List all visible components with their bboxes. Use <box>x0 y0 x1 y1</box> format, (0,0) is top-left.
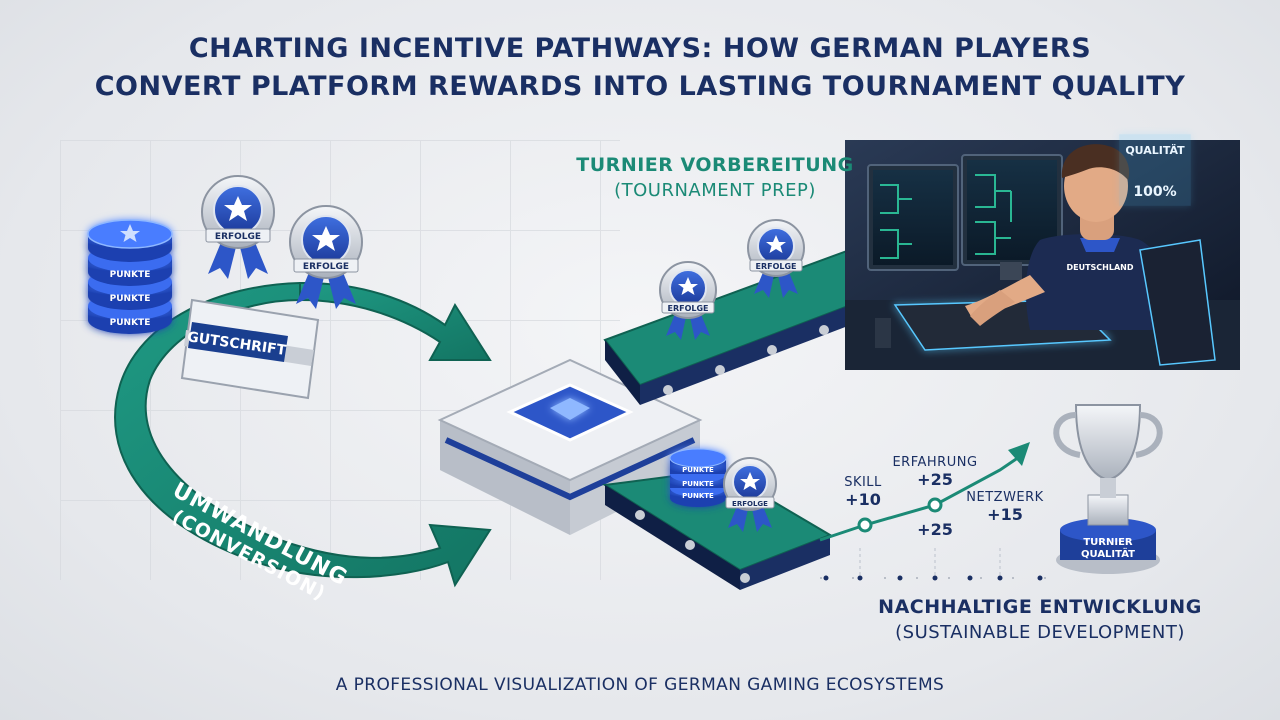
trophy-line-2: QUALITÄT <box>1081 546 1135 560</box>
metric-skill-label: SKILL <box>844 475 882 490</box>
conversion-arrow <box>114 281 492 588</box>
belt-badge-2 <box>747 219 805 298</box>
trophy <box>1053 404 1163 574</box>
quality-value: 100% <box>1133 184 1176 200</box>
sustainable-title: NACHHALTIGE ENTWICKLUNG <box>878 596 1202 618</box>
page-title: CHARTING INCENTIVE PATHWAYS: HOW GERMAN … <box>0 30 1280 106</box>
trophy-line-1: TURNIER <box>1083 537 1133 548</box>
metric-experience-label: ERFAHRUNG <box>892 455 978 470</box>
sustainable-subtitle: (SUSTAINABLE DEVELOPMENT) <box>895 622 1185 643</box>
metric-network: NETZWERK +15 <box>960 490 1050 524</box>
metric-extra: +25 <box>905 520 965 539</box>
metric-extra-value: +25 <box>917 520 953 539</box>
belt-badge-1 <box>659 261 717 340</box>
metric-experience-value: +25 <box>917 470 953 489</box>
prep-title: TURNIER VORBEREITUNG <box>576 154 854 176</box>
growth-chart <box>819 442 1060 581</box>
coin-stack <box>87 219 173 334</box>
quality-title: QUALITÄT <box>1125 143 1185 157</box>
badge-label-1: ERFOLGE <box>215 232 261 242</box>
upper-conveyor <box>603 246 892 405</box>
coin-label-3: PUNKTE <box>110 318 151 328</box>
shirt-text: DEUTSCHLAND <box>1066 263 1133 272</box>
achievement-badge-1 <box>201 175 275 279</box>
belt-coin-stack <box>669 448 727 507</box>
title-line-2: CONVERT PLATFORM REWARDS INTO LASTING TO… <box>94 71 1186 102</box>
metric-skill: SKILL +10 <box>838 475 888 509</box>
belt-badge-label-1: ERFOLGE <box>667 304 708 313</box>
gaming-setup <box>845 134 1240 370</box>
processing-hub <box>437 358 703 535</box>
lower-conveyor <box>602 468 833 590</box>
belt-badge-3 <box>723 457 777 532</box>
belt-badge-label-2: ERFOLGE <box>755 262 796 271</box>
title-line-1: CHARTING INCENTIVE PATHWAYS: HOW GERMAN … <box>188 33 1092 64</box>
belt-coin-label-2: PUNKTE <box>682 480 714 488</box>
badge-label-2: ERFOLGE <box>303 262 349 272</box>
metric-network-label: NETZWERK <box>966 490 1044 505</box>
coin-label-1: PUNKTE <box>110 270 151 280</box>
voucher-card <box>180 298 320 400</box>
belt-coin-label-3: PUNKTE <box>682 492 714 500</box>
metric-network-value: +15 <box>987 505 1023 524</box>
footer-caption: A PROFESSIONAL VISUALIZATION OF GERMAN G… <box>335 675 945 695</box>
prep-subtitle: (TOURNAMENT PREP) <box>614 180 816 201</box>
achievement-badge-2 <box>289 205 363 309</box>
coin-label-2: PUNKTE <box>110 294 151 304</box>
belt-coin-label-1: PUNKTE <box>682 466 714 474</box>
belt-badge-label-3: ERFOLGE <box>732 500 768 508</box>
metric-skill-value: +10 <box>845 490 881 509</box>
metric-experience: ERFAHRUNG +25 <box>885 455 985 489</box>
